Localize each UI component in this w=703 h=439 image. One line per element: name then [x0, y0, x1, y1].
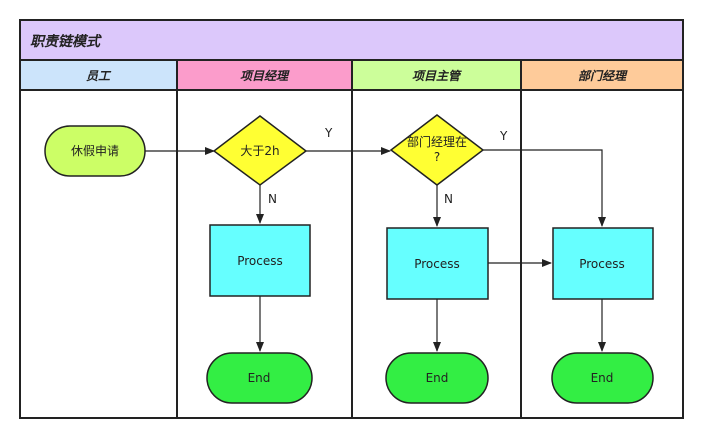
process-node-1-label: Process [237, 254, 283, 268]
edge-label-d1-no: N [268, 192, 277, 206]
end-node-3 [551, 352, 654, 404]
diagram-title: 职责链模式 [30, 33, 102, 50]
start-node [44, 125, 146, 177]
end-node-3-label: End [591, 371, 614, 385]
process-node-3 [552, 227, 654, 300]
decision-node-2-label-line2: ? [434, 150, 440, 164]
process-node-2-label: Process [414, 257, 460, 271]
edge-label-d1-yes: Y [324, 126, 333, 140]
end-node-2-label: End [426, 371, 449, 385]
decision-node-1-label: 大于2h [240, 144, 279, 158]
process-node-3-label: Process [579, 257, 625, 271]
decision-node-2 [389, 114, 485, 186]
edge-decision2-yes [483, 149, 606, 227]
process-node-1 [209, 224, 311, 297]
lane-label-employee: 员工 [86, 69, 112, 83]
lane-label-supervisor: 项目主管 [412, 69, 462, 83]
decision-node-1 [212, 115, 308, 186]
edge-label-d2-no: N [444, 192, 453, 206]
lane-label-dept: 部门经理 [578, 69, 628, 83]
end-node-1 [206, 352, 313, 404]
end-node-2 [385, 352, 489, 404]
process-node-2 [386, 227, 489, 300]
end-node-1-label: End [248, 371, 271, 385]
lane-header-dept [520, 59, 684, 91]
lane-label-pm: 项目经理 [240, 69, 290, 83]
title-bar [19, 19, 684, 61]
edge-label-d2-yes: Y [499, 129, 508, 143]
decision-node-2-label-line1: 部门经理在 [407, 134, 467, 149]
start-node-label: 休假申请 [71, 144, 119, 158]
